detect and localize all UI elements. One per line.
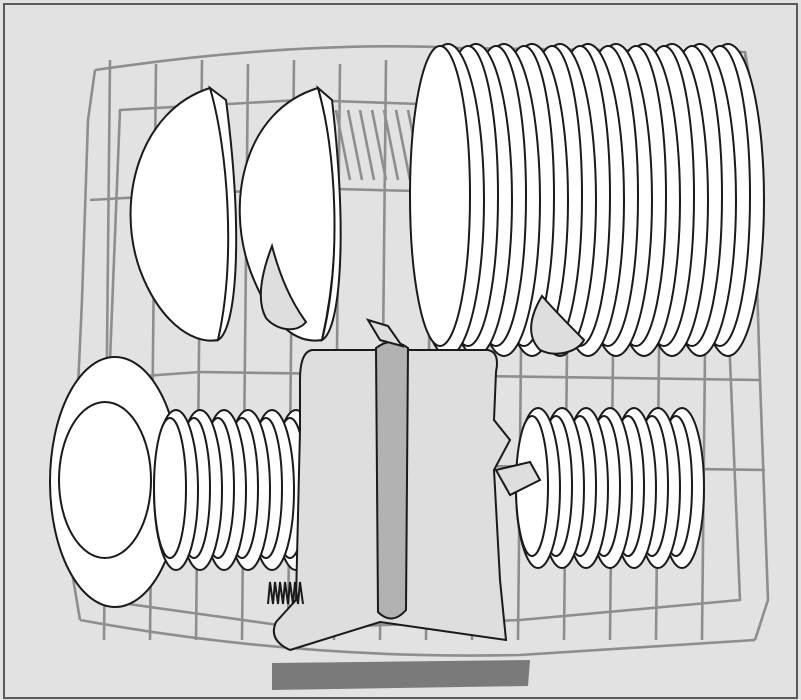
small-plate [154, 410, 198, 570]
basket-base-bar [272, 660, 530, 690]
large-plate [410, 44, 484, 356]
cutlery-basket-slot [376, 342, 408, 619]
small-plate-stack-right [516, 408, 704, 568]
small-plate-stack-left [154, 410, 318, 570]
large-plate-stack [410, 44, 764, 356]
